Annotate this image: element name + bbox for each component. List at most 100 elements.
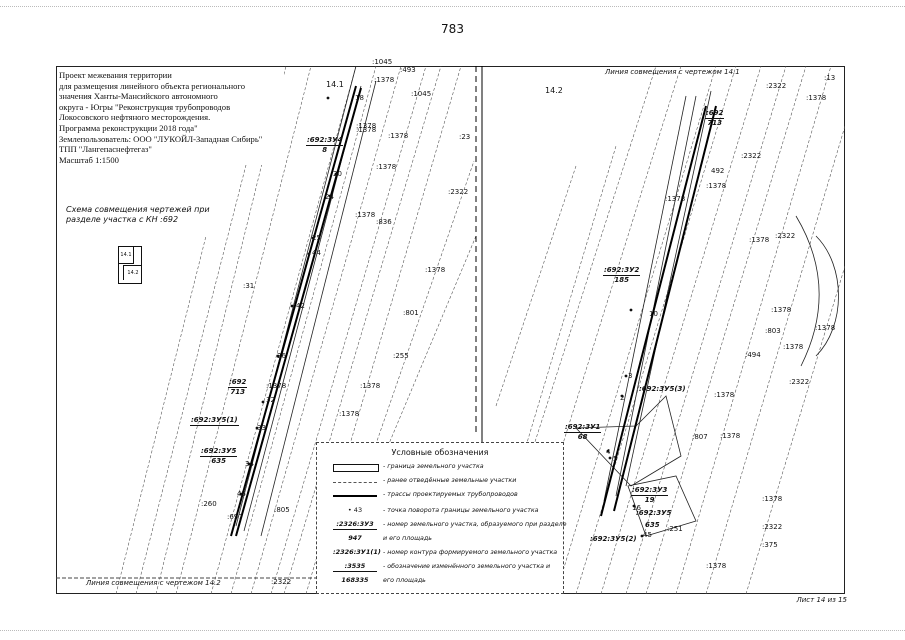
parcel-number: :692:3У5(3): [639, 385, 686, 394]
parcel-label: :255: [393, 352, 409, 360]
title-line: Локосовского нефтяного месторождения.: [59, 112, 211, 123]
sheet-label-left: 14.1: [326, 80, 344, 89]
point-label: 10: [649, 310, 658, 318]
turn-points: [239, 96, 644, 538]
legend-symbol: [333, 495, 377, 497]
parcel-number: :692:3У3 19: [631, 486, 669, 505]
parcel-label: :2322: [741, 152, 762, 160]
parcel-area: 713: [230, 388, 246, 396]
parcel-id: :692:3У3: [631, 486, 669, 496]
parcel-label: :493: [400, 66, 416, 74]
parcel-area: 185: [614, 276, 629, 284]
parcel-number: :692:3У5: [636, 509, 671, 518]
legend-text: - граница земельного участка: [383, 463, 484, 470]
point-label: 4: [606, 448, 611, 456]
point-label: 44: [312, 249, 321, 257]
parcel-label: :1045: [372, 58, 393, 66]
point-label: 45: [643, 531, 652, 539]
parcel-number: :692:3У2 185: [603, 266, 641, 285]
legend-item: - граница земельного участка: [317, 461, 563, 475]
parcel-number: :692 713: [228, 378, 248, 397]
parcel-area: 8: [322, 146, 328, 154]
parcel-id: :692: [705, 109, 725, 119]
parcel-id: :692:3У5: [636, 509, 672, 517]
legend-text: - точка поворота границы земельного учас…: [383, 507, 539, 514]
point-label: 3: [628, 372, 633, 380]
parcel-label: :1378: [425, 266, 446, 274]
parcel-label: :1378: [806, 94, 827, 102]
point-label: 492: [711, 167, 725, 175]
parcel-id: :692:3У5(1): [190, 416, 239, 426]
point-label: 26: [277, 352, 286, 360]
parcel-label: :494: [745, 351, 761, 359]
title-line: Масштаб 1:1500: [59, 154, 119, 165]
parcel-label: :1378: [374, 76, 395, 84]
parcel-label: :1378: [665, 195, 686, 203]
parcel-number: :692:3У5(2): [590, 535, 637, 544]
parcel-label: :23: [459, 133, 471, 141]
parcel-label: :2322: [789, 378, 810, 386]
legend-symbol: :2326:3У1(1): [333, 548, 381, 556]
scan-edge-line: [0, 630, 905, 631]
legend-symbol: [333, 464, 379, 472]
legend-text: - обозначение изменённого земельного уча…: [383, 563, 551, 570]
parcel-label: :836: [376, 218, 392, 226]
title-block: Проект межевания территории для размещен…: [59, 70, 284, 166]
title-line: значения Ханты-Мансийского автономного: [59, 91, 218, 102]
parcel-label: :1378: [783, 343, 804, 351]
legend-item: - трассы проектируемых трубопроводов: [317, 489, 563, 503]
legend: Условные обозначения - граница земельног…: [316, 442, 567, 594]
point-label: 2: [620, 394, 625, 402]
parcel-label: :807: [692, 433, 708, 441]
parcel-label: :1378: [355, 211, 376, 219]
point-label: 20: [333, 170, 342, 178]
parcel-id: :692:3У2: [603, 266, 641, 276]
parcel-label: :803: [765, 327, 781, 335]
legend-item: • 43 - точка поворота границы земельного…: [317, 505, 563, 519]
legend-symbol: :3535: [333, 562, 377, 572]
parcel-label: :2322: [762, 523, 783, 531]
parcel-id: 635: [645, 521, 660, 529]
parcel-label: :1378: [771, 306, 792, 314]
scheme-caption: разделе участка с КН :692: [66, 215, 179, 224]
scheme-caption: Схема совмещения чертежей при: [66, 205, 210, 214]
parcel-label: :375: [762, 541, 778, 549]
scan-edge-line: [0, 6, 905, 7]
parcel-label: :1378: [376, 163, 397, 171]
parcel-area: 635: [211, 457, 226, 465]
legend-text: и его площадь: [383, 535, 432, 542]
parcel-label: :1378: [720, 432, 741, 440]
title-line: Землепользователь: ООО "ЛУКОЙЛ-Западная …: [59, 133, 263, 144]
parcel-label: :697: [227, 513, 243, 521]
parcel-id: :692:3У5: [200, 447, 238, 457]
point-label: 32: [266, 396, 275, 404]
parcel-label: :1045: [411, 90, 432, 98]
point-label: 16: [632, 504, 641, 512]
parcel-label: :805: [274, 506, 290, 514]
parcel-label: :13: [824, 74, 836, 82]
legend-text: - номер земельного участка, образуемого …: [383, 521, 567, 528]
point-label: 34: [245, 460, 254, 468]
legend-symbol: [333, 482, 377, 483]
parcel-label: :31: [243, 282, 255, 290]
point-label: 18: [355, 94, 364, 102]
scheme-sheet-b: 14.2: [123, 265, 142, 280]
point-label: 45: [237, 490, 246, 498]
title-line: для размещения линейного объекта региона…: [59, 80, 246, 91]
parcel-label: :2322: [271, 578, 292, 586]
legend-item: :2326:3У1(1) - номер контура формируемог…: [317, 547, 563, 561]
sheet-label-right: 14.2: [545, 86, 563, 95]
parcel-label: :1378: [706, 562, 727, 570]
parcel-number: :692 713: [705, 109, 725, 128]
legend-symbol: 168335: [341, 576, 369, 584]
sheet-scheme: Схема совмещения чертежей при разделе уч…: [66, 205, 210, 225]
parcel-number: :692:3У5(1): [190, 416, 239, 426]
parcel-label: :1378: [762, 495, 783, 503]
legend-text: - ранее отведённые земельные участки: [383, 477, 517, 484]
parcel-area: 19: [644, 496, 655, 504]
parcel-label: :1378: [749, 236, 770, 244]
title-line: Программа реконструкции 2018 года": [59, 122, 198, 133]
parcel-label: :1378: [356, 122, 377, 130]
parcel-label: :1378: [339, 410, 360, 418]
parcel-label: :1378: [356, 126, 377, 134]
